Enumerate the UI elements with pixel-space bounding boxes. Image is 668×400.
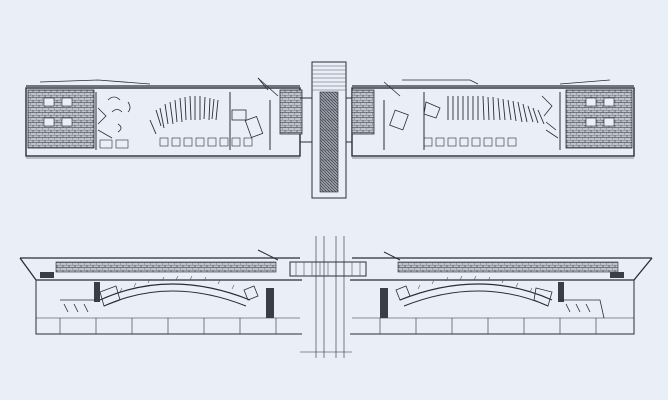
brick-wall-block xyxy=(279,89,303,135)
right-hall xyxy=(383,92,561,150)
floor-plan xyxy=(25,61,635,199)
building-section xyxy=(19,236,653,358)
brick-wall-block xyxy=(565,89,633,149)
brick-wall-block xyxy=(351,89,375,135)
left-seating-arc xyxy=(99,275,259,307)
left-hall xyxy=(95,92,271,150)
right-seating-arc xyxy=(395,275,553,307)
brick-wall-block xyxy=(27,89,95,149)
central-stair xyxy=(311,61,347,199)
